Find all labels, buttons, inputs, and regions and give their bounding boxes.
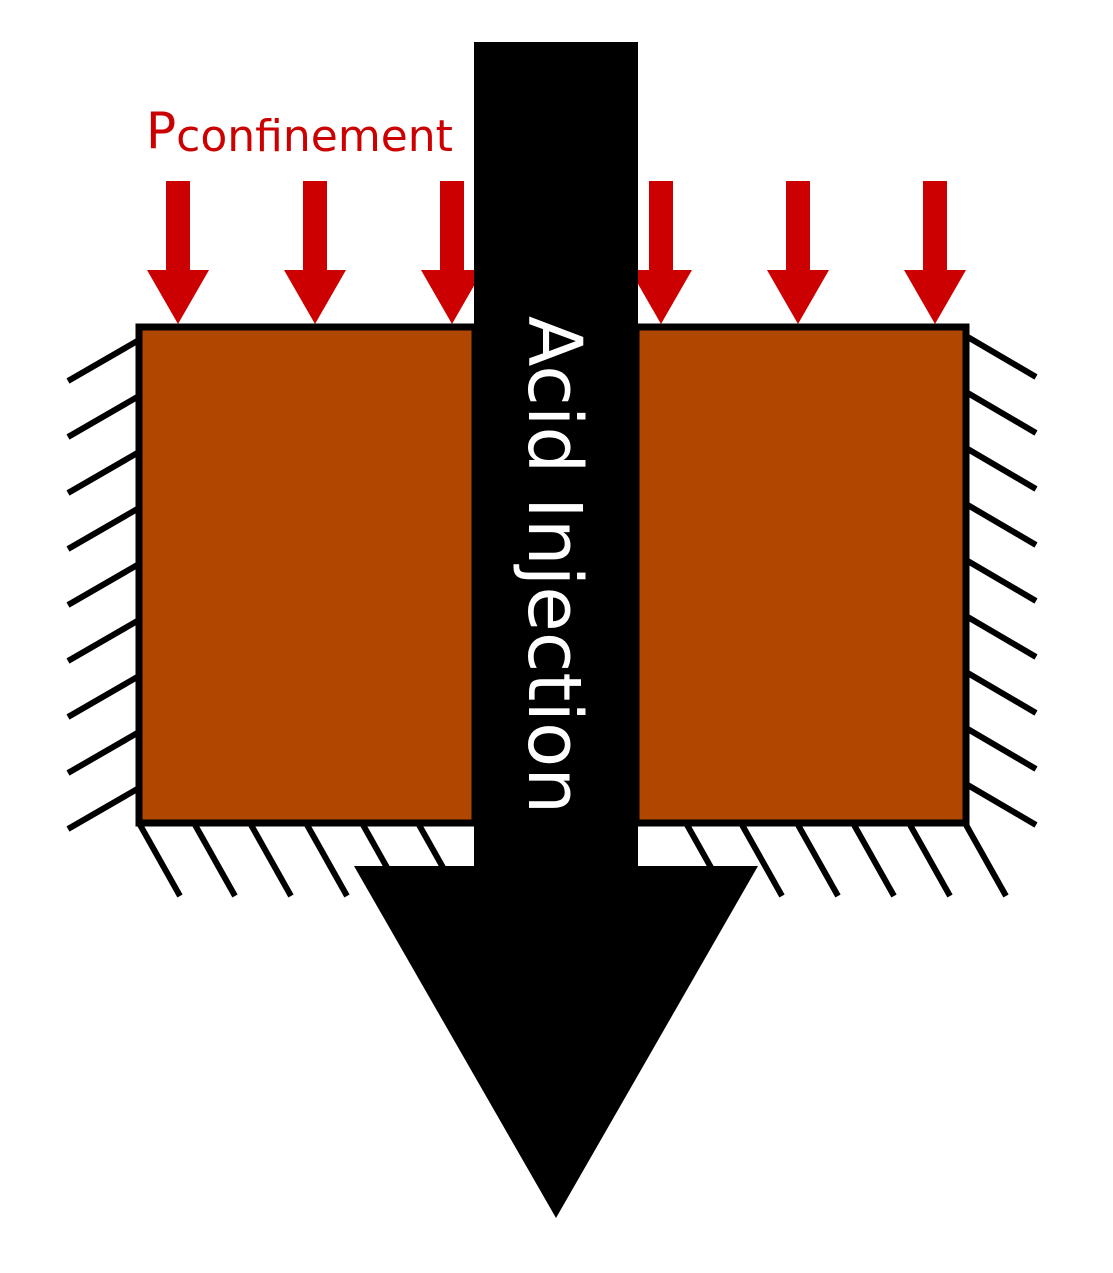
confinement-pressure-label: Pconfinement <box>146 102 453 162</box>
hatch-line <box>136 821 183 898</box>
arrow-down-icon <box>767 181 829 324</box>
confinement-pressure-arrows <box>147 181 966 324</box>
rock-sample-right-half <box>632 323 970 827</box>
hatch-line <box>66 673 141 720</box>
hatch-line <box>66 561 141 608</box>
hatch-line <box>906 821 953 898</box>
hatch-line <box>964 333 1038 380</box>
pressure-subscript: confinement <box>176 111 453 162</box>
hatch-line <box>191 821 238 898</box>
hatch-line <box>738 821 785 898</box>
hatch-line <box>964 389 1038 436</box>
hatch-line <box>964 557 1038 604</box>
hatch-line <box>964 501 1038 548</box>
hatch-line <box>964 725 1038 772</box>
arrow-down-icon <box>147 181 209 324</box>
hatch-line <box>964 445 1038 492</box>
hatch-line <box>66 785 141 832</box>
acid-injection-arrow-icon <box>354 42 758 1218</box>
hatch-line <box>964 669 1038 716</box>
hatch-line <box>303 821 350 898</box>
hatch-line <box>66 337 141 384</box>
hatch-line <box>794 821 841 898</box>
hatch-line <box>962 821 1009 898</box>
hatch-line <box>66 617 141 664</box>
pressure-symbol: P <box>146 102 176 160</box>
acid-injection-label: Acid Injection <box>511 316 597 814</box>
arrow-down-icon <box>421 181 483 324</box>
hatch-line <box>964 613 1038 660</box>
hatch-line <box>66 449 141 496</box>
arrow-down-icon <box>630 181 692 324</box>
hatch-line <box>66 393 141 440</box>
arrow-down-icon <box>904 181 966 324</box>
hatch-line <box>850 821 897 898</box>
rock-sample-left-half <box>135 323 479 827</box>
hatch-line <box>66 505 141 552</box>
hatch-line <box>247 821 294 898</box>
hatch-line <box>66 729 141 776</box>
bottom-support-hatching <box>136 821 1009 898</box>
hatch-line <box>964 781 1038 828</box>
arrow-down-icon <box>284 181 346 324</box>
right-wall-support-hatching <box>964 333 1038 828</box>
left-wall-support-hatching <box>66 337 141 832</box>
